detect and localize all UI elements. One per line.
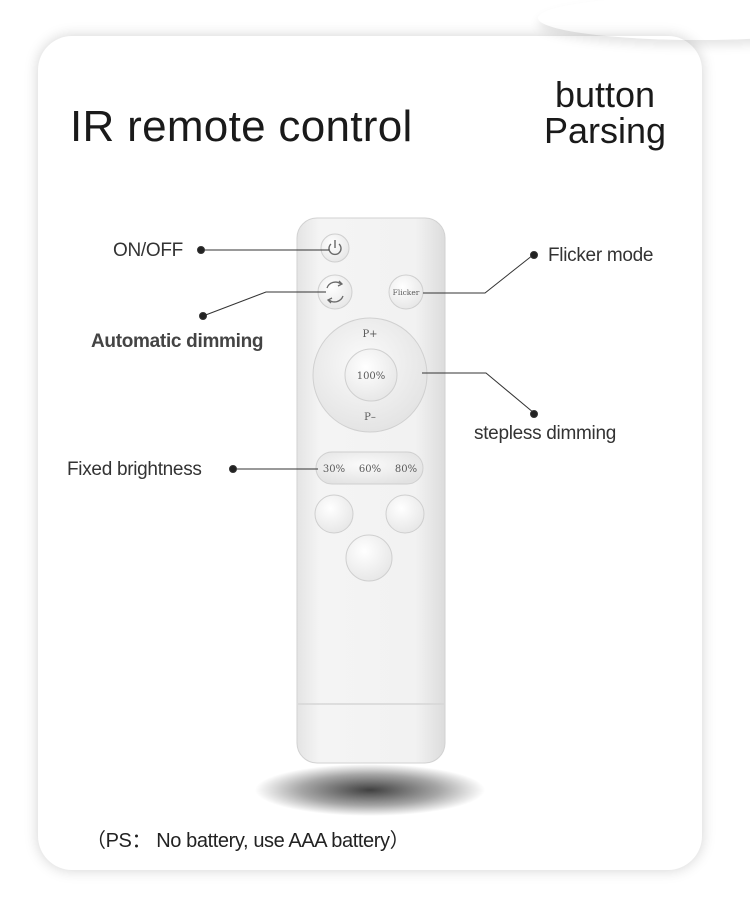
preset-bar bbox=[315, 451, 424, 485]
remote-shadow bbox=[255, 764, 485, 816]
page-subtitle: button Parsing bbox=[520, 77, 690, 149]
auto-dimming-button[interactable] bbox=[317, 274, 353, 310]
label-on-off: ON/OFF bbox=[113, 240, 183, 261]
subtitle-line-1: button bbox=[554, 74, 656, 115]
power-icon bbox=[328, 240, 342, 256]
cycle-icon bbox=[326, 280, 344, 304]
power-button[interactable] bbox=[320, 233, 350, 263]
dial-up-label: P+ bbox=[362, 329, 377, 340]
flicker-button[interactable]: Flicker bbox=[388, 274, 424, 310]
label-fixed-brightness: Fixed brightness bbox=[67, 459, 202, 480]
callout-on-off bbox=[197, 246, 329, 254]
page-title: IR remote control bbox=[70, 102, 413, 151]
callout-stepless bbox=[422, 372, 538, 418]
blank-button-right[interactable] bbox=[385, 494, 425, 534]
full-brightness-label: 100% bbox=[357, 371, 386, 382]
full-brightness-button[interactable]: 100% bbox=[344, 348, 398, 402]
subtitle-line-2: Parsing bbox=[543, 110, 667, 151]
preset-30-button[interactable]: 30% bbox=[323, 464, 345, 475]
blank-button-center[interactable] bbox=[345, 534, 393, 582]
remote-body bbox=[296, 217, 446, 764]
flicker-button-label: Flicker bbox=[393, 288, 420, 297]
blank-button-left[interactable] bbox=[314, 494, 354, 534]
battery-note: （PS： No battery, use AAA battery） bbox=[86, 830, 410, 852]
callout-fixed bbox=[229, 465, 318, 473]
callout-flicker bbox=[423, 251, 538, 294]
label-flicker-mode: Flicker mode bbox=[548, 245, 654, 266]
label-stepless-dimming: stepless dimming bbox=[474, 423, 616, 444]
label-automatic-dimming: Automatic dimming bbox=[91, 331, 264, 352]
dial-down-label: P– bbox=[364, 412, 376, 423]
preset-80-button[interactable]: 80% bbox=[395, 464, 417, 475]
callout-auto-dimming bbox=[199, 291, 326, 320]
preset-60-button[interactable]: 60% bbox=[359, 464, 381, 475]
